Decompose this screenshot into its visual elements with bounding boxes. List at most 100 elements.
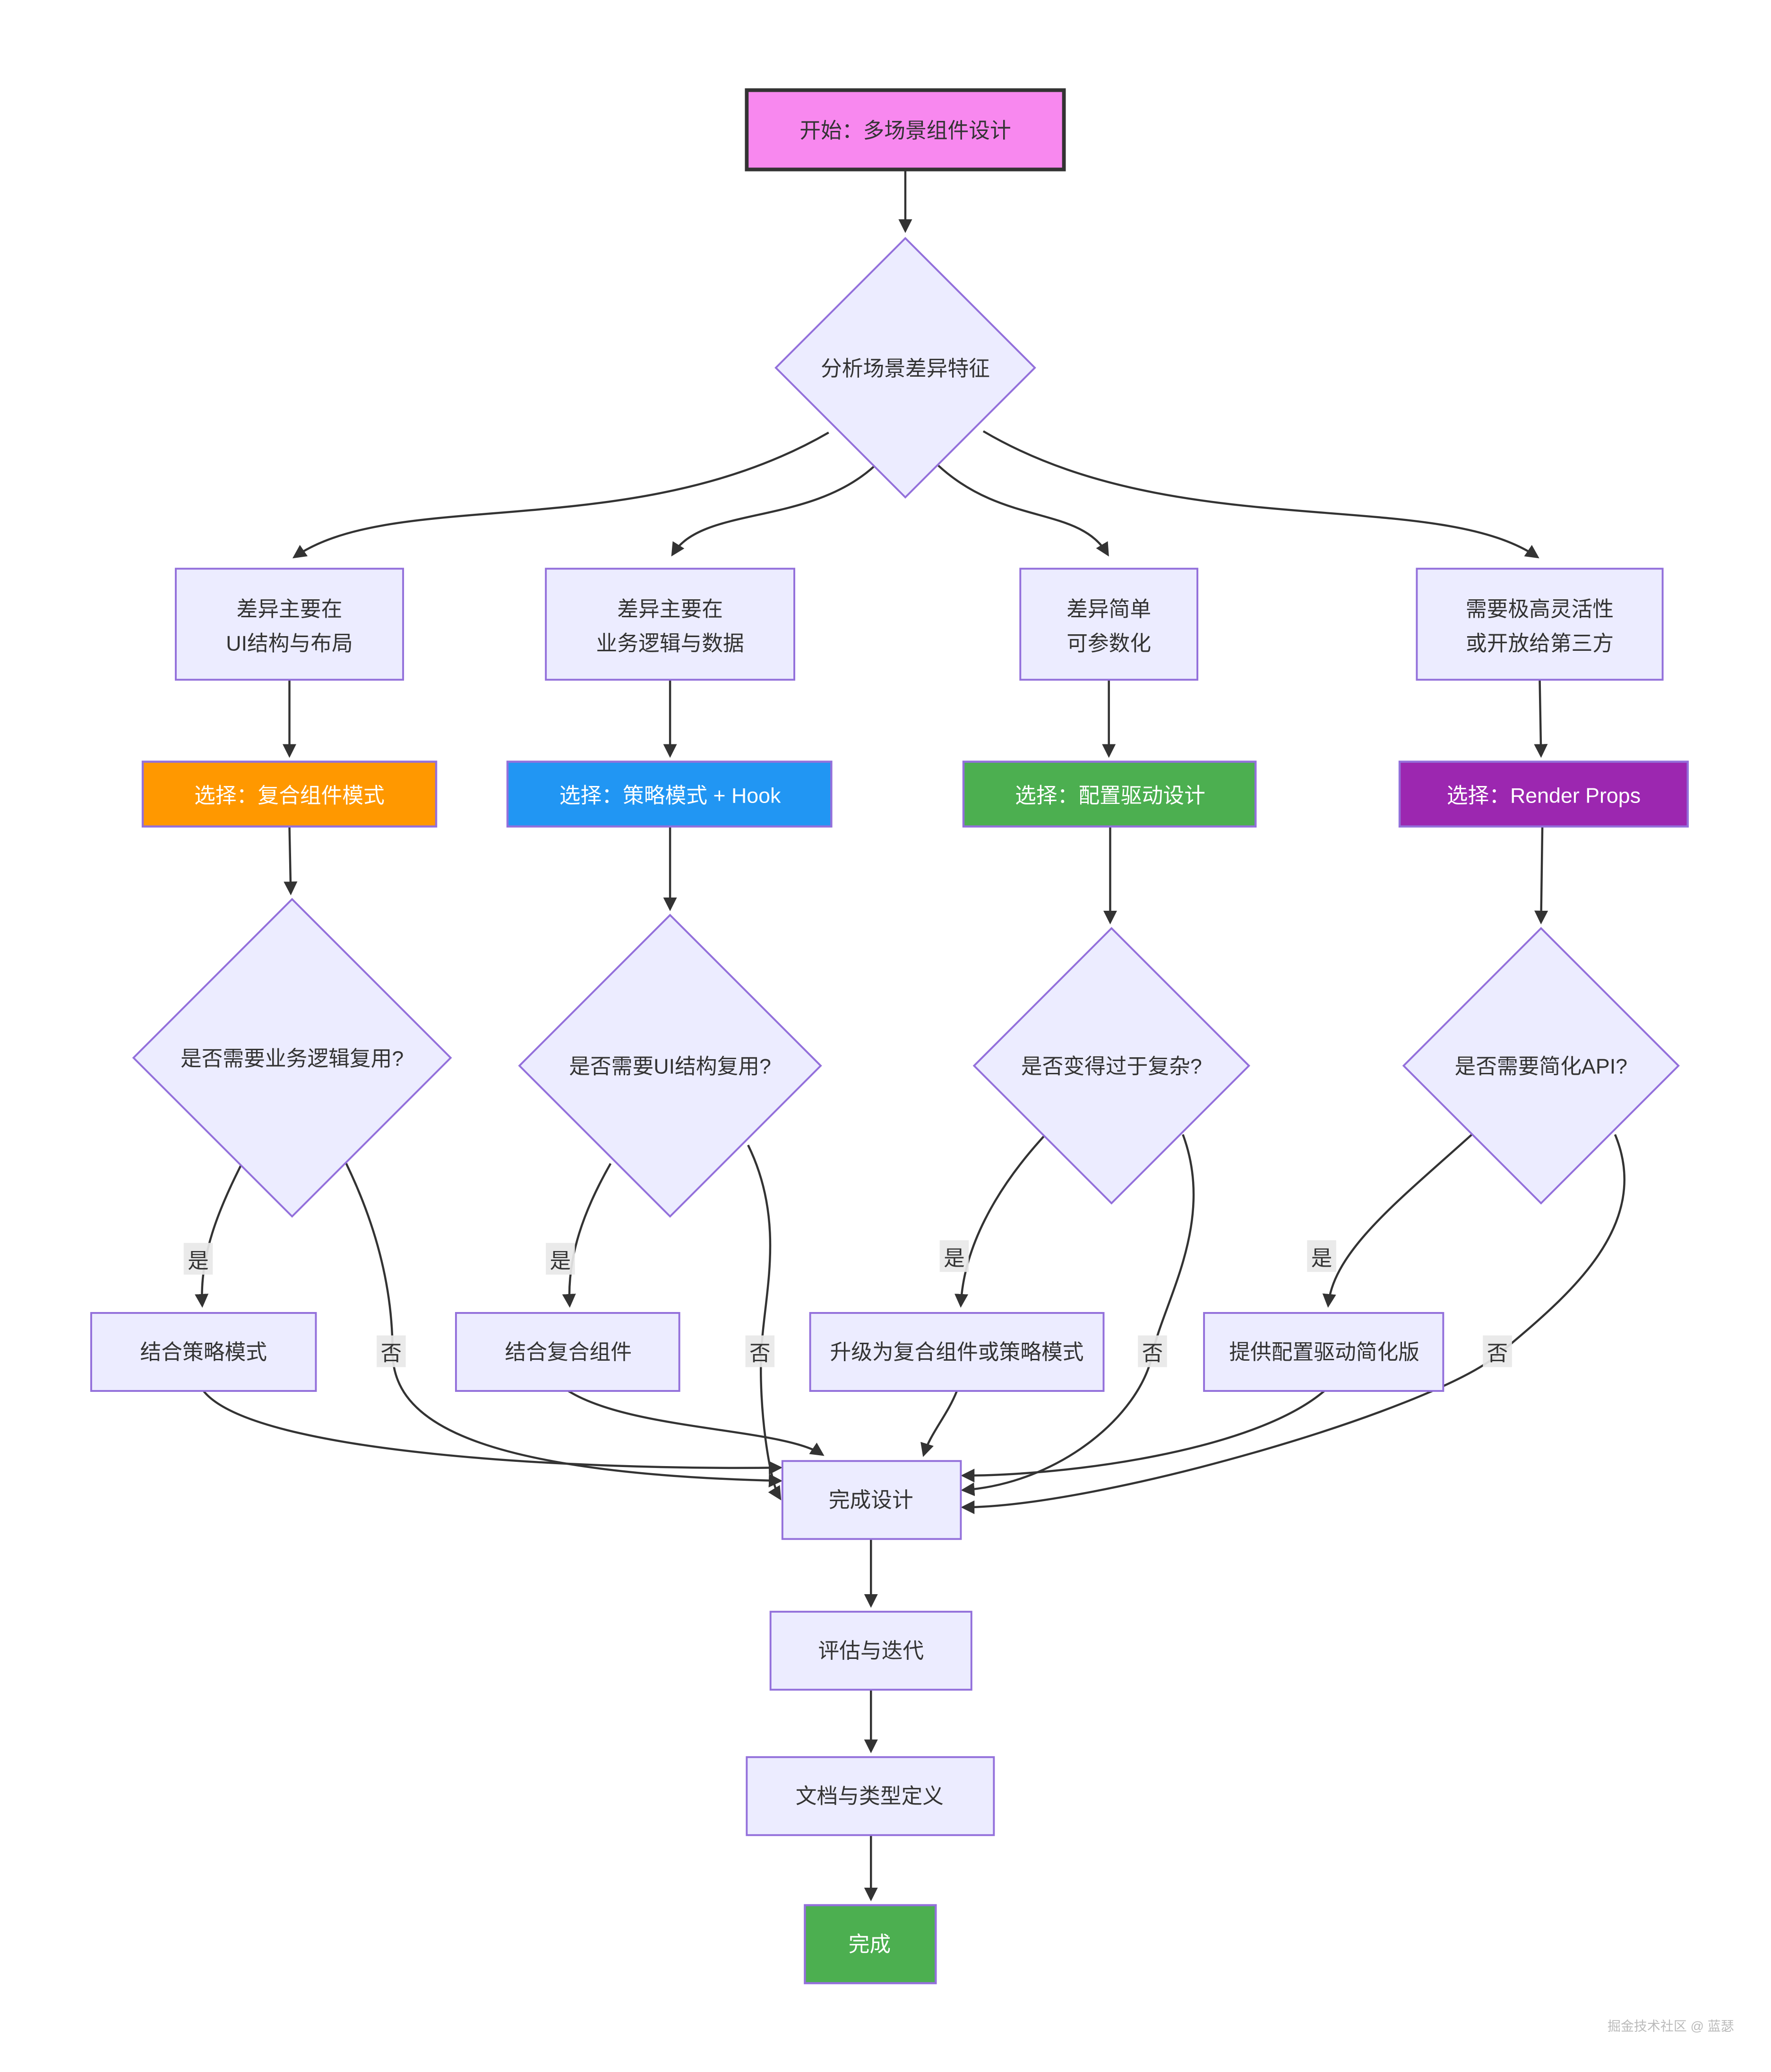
- edge-label-yes-2: 是: [550, 1249, 571, 1273]
- choice-strategy-label: 选择：策略模式 + Hook: [559, 784, 781, 807]
- branch-simple-label-line2: 可参数化: [1066, 632, 1151, 656]
- result-upgrade-box: [809, 1312, 1105, 1392]
- node-start: 开始：多场景组件设计: [745, 88, 1066, 172]
- edge-label-no-3: 否: [1142, 1342, 1163, 1365]
- node-choice-strategy: 选择：策略模式 + Hook: [506, 760, 833, 828]
- node-choice-compound: 选择：复合组件模式: [141, 760, 438, 828]
- edge-label-yes-4: 是: [1311, 1246, 1333, 1270]
- q-too-complex-shape: [972, 927, 1250, 1205]
- result-strategy-box: [90, 1312, 317, 1392]
- node-branch-ui: 差异主要在 UI结构与布局: [175, 568, 404, 681]
- end-node-label: 完成: [849, 1933, 891, 1956]
- node-q-logic-reuse: 是否需要业务逻辑复用?: [132, 898, 452, 1218]
- branch-logic-box: [545, 568, 795, 681]
- edge-label-no-4: 否: [1487, 1342, 1508, 1365]
- q-simplify-api-shape: [1402, 927, 1680, 1205]
- end-node-box: [804, 1904, 937, 1985]
- edge-label-no-2: 否: [749, 1342, 771, 1365]
- decision-analyze-label: 分析场景差异特征: [821, 357, 990, 380]
- branch-simple-box: [1019, 568, 1199, 681]
- edge-label-yes-1: 是: [188, 1249, 209, 1273]
- edge-label-bg-no-1: [377, 1335, 406, 1367]
- branch-flex-box: [1416, 568, 1664, 681]
- node-decision-analyze: 分析场景差异特征: [774, 237, 1036, 499]
- choice-render-props-box: [1398, 760, 1689, 828]
- node-docs-types: 文档与类型定义: [746, 1756, 995, 1836]
- edge-choice-render-props-q: [1534, 826, 1548, 924]
- edge-label-bg-no-2: [745, 1335, 775, 1367]
- evaluate-label: 评估与迭代: [818, 1639, 924, 1663]
- node-choice-render-props: 选择：Render Props: [1398, 760, 1689, 828]
- node-branch-logic: 差异主要在 业务逻辑与数据: [545, 568, 795, 681]
- node-result-compound: 结合复合组件: [455, 1312, 680, 1392]
- branch-logic-label-line1: 差异主要在: [617, 597, 723, 621]
- branch-ui-label-line1: 差异主要在: [237, 597, 343, 621]
- edge-analyze-branch-simple: [937, 465, 1109, 557]
- edges: [195, 169, 1625, 1901]
- evaluate-box: [769, 1611, 972, 1691]
- edge-yes-q1-result1: [195, 1160, 244, 1308]
- branch-flex-label-line1: 需要极高灵活性: [1466, 597, 1614, 621]
- choice-render-props-label: 选择：Render Props: [1447, 784, 1641, 807]
- edge-analyze-branch-ui: [292, 432, 829, 559]
- edge-result2-done: [567, 1390, 825, 1456]
- choice-strategy-box: [506, 760, 833, 828]
- edge-label-bg-yes-4: [1307, 1240, 1336, 1272]
- start-node-label: 开始：多场景组件设计: [800, 119, 1011, 142]
- result-upgrade-label: 升级为复合组件或策略模式: [830, 1340, 1084, 1364]
- edge-label-no-1: 否: [381, 1342, 402, 1365]
- result-compound-box: [455, 1312, 680, 1392]
- edge-branch-flex-choice: [1534, 680, 1548, 758]
- edge-result4-done: [961, 1390, 1325, 1483]
- docs-types-label: 文档与类型定义: [796, 1785, 944, 1808]
- edge-label-bg-no-3: [1138, 1335, 1167, 1367]
- q-simplify-api-label: 是否需要简化API?: [1455, 1055, 1628, 1079]
- start-node-box: [745, 88, 1066, 172]
- node-choice-config: 选择：配置驱动设计: [962, 760, 1257, 828]
- choice-compound-label: 选择：复合组件模式: [194, 784, 385, 807]
- edge-yes-q4-result4: [1322, 1130, 1477, 1308]
- edge-yes-q2-result2: [562, 1163, 612, 1308]
- edge-label-bg-no-4: [1483, 1335, 1512, 1367]
- edge-result1-done: [202, 1390, 783, 1475]
- result-compound-label: 结合复合组件: [505, 1340, 632, 1364]
- node-q-too-complex: 是否变得过于复杂?: [972, 927, 1250, 1205]
- done-design-label: 完成设计: [829, 1488, 913, 1512]
- q-logic-reuse-label: 是否需要业务逻辑复用?: [181, 1047, 404, 1071]
- decision-analyze-shape: [774, 237, 1036, 499]
- node-result-strategy: 结合策略模式: [90, 1312, 317, 1392]
- edge-label-bg-yes-1: [183, 1243, 213, 1275]
- edge-label-yes-3: 是: [944, 1246, 965, 1270]
- node-q-ui-reuse: 是否需要UI结构复用?: [518, 914, 822, 1218]
- edge-analyze-branch-flex: [982, 430, 1539, 559]
- watermark: 掘金技术社区 @ 蓝瑟: [1608, 2019, 1734, 2034]
- node-result-upgrade: 升级为复合组件或策略模式: [809, 1312, 1105, 1392]
- branch-logic-label-line2: 业务逻辑与数据: [596, 632, 744, 656]
- node-branch-simple: 差异简单 可参数化: [1019, 568, 1199, 681]
- edge-no-q4-done: [961, 1134, 1625, 1514]
- edge-analyze-branch-logic: [671, 465, 876, 557]
- q-too-complex-label: 是否变得过于复杂?: [1021, 1055, 1202, 1079]
- edge-result3-done: [920, 1390, 958, 1457]
- result-strategy-label: 结合策略模式: [140, 1340, 267, 1364]
- docs-types-box: [746, 1756, 995, 1836]
- node-q-simplify-api: 是否需要简化API?: [1402, 927, 1680, 1205]
- q-ui-reuse-label: 是否需要UI结构复用?: [569, 1055, 771, 1079]
- q-logic-reuse-shape: [132, 898, 452, 1218]
- node-end: 完成: [804, 1904, 937, 1985]
- branch-ui-box: [175, 568, 404, 681]
- edge-no-q2-done: [747, 1144, 782, 1501]
- edge-yes-q3-result3: [954, 1132, 1048, 1308]
- choice-config-label: 选择：配置驱动设计: [1015, 784, 1205, 807]
- choice-compound-box: [141, 760, 438, 828]
- branch-flex-label-line2: 或开放给第三方: [1466, 632, 1614, 656]
- choice-config-box: [962, 760, 1257, 828]
- branch-ui-label-line2: UI结构与布局: [226, 632, 353, 656]
- node-done-design: 完成设计: [781, 1460, 962, 1540]
- q-ui-reuse-shape: [518, 914, 822, 1218]
- edge-label-bg-yes-2: [546, 1243, 575, 1275]
- done-design-box: [781, 1460, 962, 1540]
- branch-simple-label-line1: 差异简单: [1066, 597, 1151, 621]
